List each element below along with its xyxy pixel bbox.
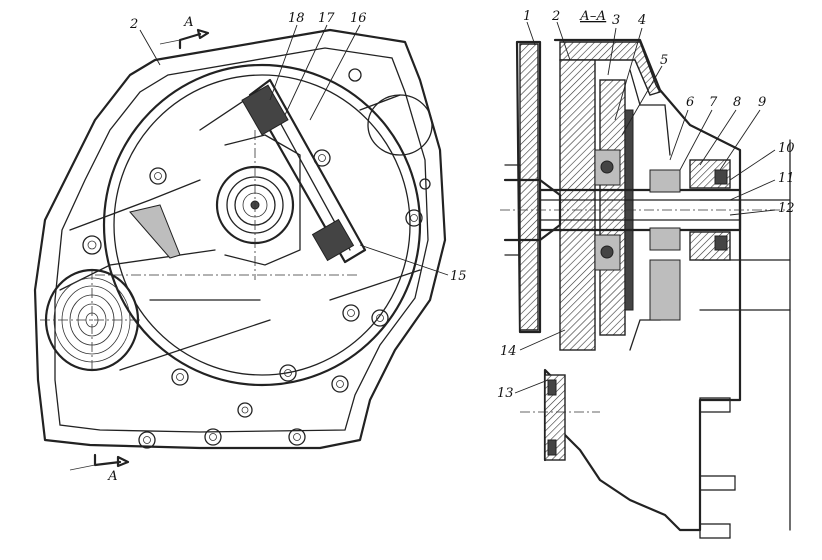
label-12: 12 [778, 201, 795, 216]
label-2-section: 2 [551, 9, 560, 24]
label-11: 11 [778, 171, 795, 186]
section-mark-bottom: А [107, 469, 118, 484]
label-16: 16 [350, 11, 367, 26]
label-1: 1 [523, 9, 531, 24]
flywheel [559, 59, 596, 351]
bearings [594, 149, 731, 271]
label-14: 14 [500, 344, 517, 359]
label-8: 8 [733, 95, 741, 110]
section-view [500, 38, 791, 539]
label-13: 13 [497, 386, 514, 401]
label-4: 4 [637, 13, 646, 28]
studs [699, 397, 736, 539]
starter-seal [544, 374, 566, 461]
housing-outline [33, 28, 447, 450]
sector-part [129, 204, 181, 259]
label-17: 17 [318, 11, 335, 26]
centerlines [40, 130, 360, 372]
label-15: 15 [450, 269, 467, 284]
leader-lines [139, 21, 776, 394]
front-view [33, 28, 447, 471]
callout-labels: 2 А 18 17 16 15 А 1 2 А–А 3 4 5 6 7 8 9 … [107, 9, 795, 484]
section-title: А–А [579, 9, 606, 24]
crank-end [503, 178, 562, 242]
housing-flange [54, 47, 429, 433]
housing-ribs [59, 89, 421, 371]
inner-bore [102, 63, 422, 387]
release-bearing [215, 134, 301, 266]
label-5: 5 [660, 53, 668, 68]
pressure-plate [599, 79, 626, 336]
label-9: 9 [758, 95, 766, 110]
release-fork [241, 78, 367, 264]
upper-boss [367, 94, 433, 156]
label-7: 7 [709, 95, 718, 110]
label-2-front: 2 [129, 17, 138, 32]
section-mark-top: А [183, 15, 194, 30]
label-10: 10 [778, 141, 795, 156]
label-18: 18 [288, 11, 305, 26]
section-housing [515, 40, 542, 334]
label-6: 6 [686, 95, 694, 110]
label-3: 3 [612, 13, 620, 28]
